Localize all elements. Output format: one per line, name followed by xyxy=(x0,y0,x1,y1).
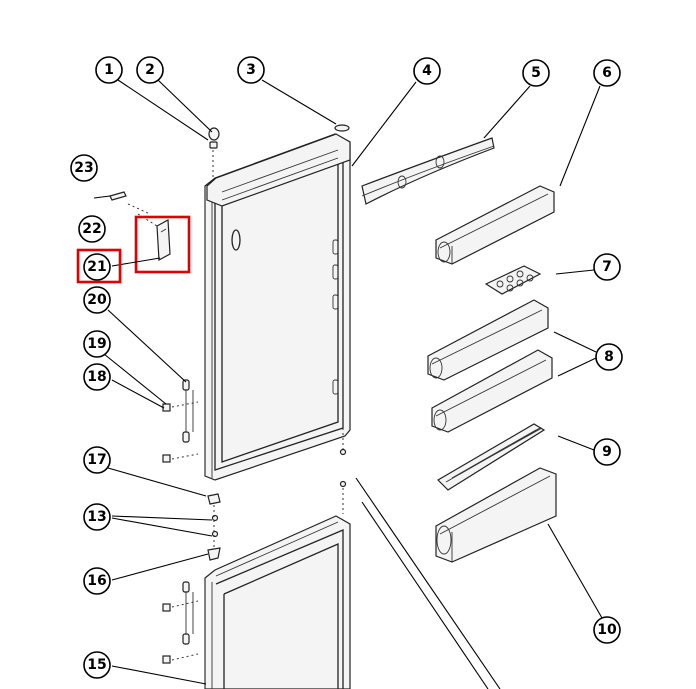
callout-20-label: 20 xyxy=(87,292,107,308)
highlight-box-21 xyxy=(76,248,122,284)
callout-3: 3 xyxy=(237,56,265,84)
callout-13-label: 13 xyxy=(87,509,106,525)
handle-cover-part[interactable] xyxy=(137,213,171,261)
callout-23: 23 xyxy=(70,154,98,182)
upper-bushing-parts[interactable] xyxy=(162,379,199,463)
upper-door[interactable] xyxy=(204,133,351,481)
callout-7-label: 7 xyxy=(602,259,612,275)
door-screws[interactable] xyxy=(339,428,347,514)
callout-7: 7 xyxy=(593,253,621,281)
grille-shelf-part[interactable] xyxy=(437,423,546,491)
callout-23-label: 23 xyxy=(74,160,93,176)
callout-17-label: 17 xyxy=(87,452,106,468)
callout-17: 17 xyxy=(83,446,111,474)
highlight-box-part xyxy=(134,215,191,274)
egg-tray-part[interactable] xyxy=(484,265,542,295)
callout-2: 2 xyxy=(136,56,164,84)
door-bin-middle-parts[interactable] xyxy=(427,299,553,433)
callout-22: 22 xyxy=(78,215,106,243)
door-top-cap-part[interactable] xyxy=(334,124,350,132)
callout-16: 16 xyxy=(83,567,111,595)
callout-9-label: 9 xyxy=(602,444,612,460)
callout-5: 5 xyxy=(522,59,550,87)
callout-18: 18 xyxy=(83,363,111,391)
callout-22-label: 22 xyxy=(82,221,101,237)
callout-19: 19 xyxy=(83,330,111,358)
lower-door[interactable] xyxy=(204,515,351,689)
callout-16-label: 16 xyxy=(87,573,106,589)
shelf-guard-part[interactable] xyxy=(361,137,495,205)
callout-13: 13 xyxy=(83,503,111,531)
callout-9: 9 xyxy=(593,438,621,466)
callout-6: 6 xyxy=(593,59,621,87)
callout-10: 10 xyxy=(593,616,621,644)
label-plate-part[interactable] xyxy=(109,191,127,201)
callout-8-label: 8 xyxy=(604,349,614,365)
callout-4: 4 xyxy=(413,57,441,85)
callout-21-label: 21 xyxy=(87,259,106,275)
callout-2-label: 2 xyxy=(145,62,155,78)
callout-1: 1 xyxy=(95,56,123,84)
door-bin-upper-part[interactable] xyxy=(435,185,555,265)
callout-15: 15 xyxy=(83,651,111,679)
callout-21: 21 xyxy=(83,253,111,281)
callout-18-label: 18 xyxy=(87,369,106,385)
callout-1-label: 1 xyxy=(104,62,114,78)
callout-8: 8 xyxy=(595,343,623,371)
lower-bushing-parts[interactable] xyxy=(162,581,199,664)
hinge-cap-part[interactable] xyxy=(208,127,220,180)
callout-19-label: 19 xyxy=(87,336,106,352)
door-bin-lower-part[interactable] xyxy=(435,467,557,563)
callout-5-label: 5 xyxy=(531,65,541,81)
callout-20: 20 xyxy=(83,286,111,314)
callout-4-label: 4 xyxy=(422,63,432,79)
middle-hinge-parts[interactable] xyxy=(207,493,221,561)
callout-6-label: 6 xyxy=(602,65,612,81)
callout-10-label: 10 xyxy=(597,622,617,638)
callout-15-label: 15 xyxy=(87,657,106,673)
callout-3-label: 3 xyxy=(246,62,256,78)
